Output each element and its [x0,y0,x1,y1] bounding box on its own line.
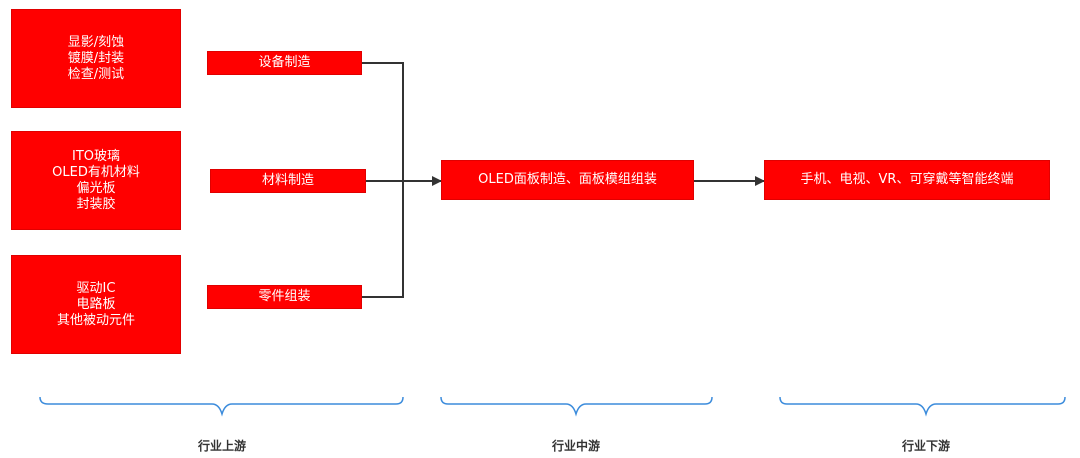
upstream-materials-line-4: 封装胶 [76,196,116,212]
upstream-equipment-line-1: 显影/刻蚀 [67,34,125,50]
brace-midstream [440,396,713,417]
upstream-components-line-1: 驱动IC [76,280,116,296]
downstream-box: 手机、电视、VR、可穿戴等智能终端 [764,160,1050,200]
upstream-equipment-line-2: 镀膜/封装 [67,50,125,66]
label-midstream: 行业中游 [551,439,600,453]
upstream-components-line-3: 其他被动元件 [56,312,135,328]
upstream-equipment-line-3: 检查/测试 [67,66,125,82]
upstream-components-line-2: 电路板 [76,296,116,312]
upstream-materials-line-2: OLED有机材料 [52,164,140,180]
process-components-label: 零件组装 [207,285,362,309]
label-upstream: 行业上游 [197,439,246,453]
process-equipment-label: 设备制造 [207,51,362,75]
process-materials-label: 材料制造 [210,169,366,193]
upstream-equipment-box: 显影/刻蚀 镀膜/封装 检查/测试 [11,9,181,108]
upstream-materials-box: ITO玻璃 OLED有机材料 偏光板 封装胶 [11,131,181,230]
upstream-materials-line-1: ITO玻璃 [71,148,120,164]
midstream-box: OLED面板制造、面板模组组装 [441,160,694,200]
brace-upstream [39,396,404,417]
upstream-materials-line-3: 偏光板 [76,180,116,196]
upstream-components-box: 驱动IC 电路板 其他被动元件 [11,255,181,354]
label-downstream: 行业下游 [901,439,950,453]
brace-downstream [779,396,1066,417]
